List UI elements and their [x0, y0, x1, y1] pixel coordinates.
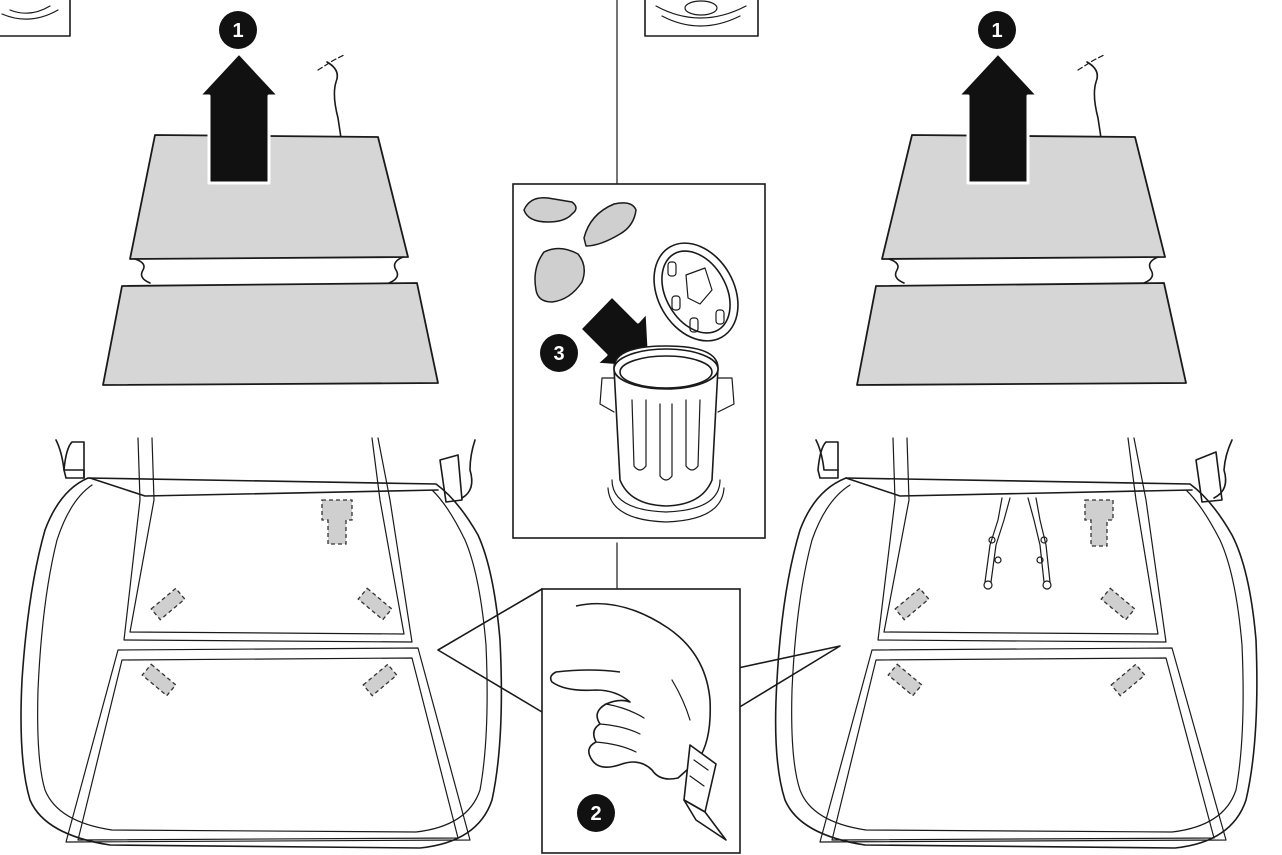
left-clip-4: [363, 664, 397, 695]
discard-panel: 3: [513, 184, 765, 538]
right-harness-branch-1: [985, 498, 1002, 582]
right-seat-cushion-panel-inner: [832, 658, 1214, 840]
left-seat-group: 1: [21, 11, 501, 848]
right-clip-4: [1111, 664, 1145, 695]
heater-wire-right-cut: [1078, 55, 1104, 70]
right-heater-connector-mount: [1085, 500, 1113, 546]
step-badge-left-1: 1: [219, 11, 257, 49]
left-cushion-heater-pad: [103, 283, 438, 385]
step-badge-right-1: 1: [978, 11, 1016, 49]
right-cushion-heater-pad: [857, 283, 1186, 385]
left-heater-link-a: [135, 259, 150, 283]
right-harness-node-3: [995, 557, 1001, 563]
right-seat-cushion-panel: [820, 648, 1226, 842]
right-clip-2: [1101, 588, 1135, 619]
right-seat-cushion-outline: [776, 478, 1257, 848]
heater-wire-left-cut: [318, 55, 344, 70]
heater-wire-right: [1087, 62, 1101, 138]
step-number: 2: [590, 803, 601, 825]
right-seat-group: 1: [776, 11, 1257, 848]
left-seat-latch-left: [64, 442, 84, 478]
callout-pointer-right: [738, 646, 840, 708]
step-number: 1: [232, 20, 243, 42]
right-seat-side-left: [816, 440, 838, 470]
left-clip-1: [151, 588, 185, 619]
right-harness-branch-3: [991, 498, 1010, 582]
left-clip-3: [142, 664, 176, 695]
right-clip-1: [895, 588, 929, 619]
left-seat-cushion-outline: [21, 478, 501, 848]
arrow-up-icon: [958, 53, 1038, 183]
top-center-inset-partial: [645, 0, 758, 36]
right-heater-link-a: [889, 259, 904, 283]
left-seat-side-right: [462, 440, 475, 498]
step-badge-2: 2: [577, 794, 615, 832]
arrow-up-icon: [199, 53, 279, 183]
top-left-inset-partial: [0, 0, 70, 36]
right-seat-side-right: [1214, 440, 1232, 498]
step-number: 1: [991, 20, 1002, 42]
right-harness-end-2: [1043, 581, 1051, 589]
right-harness-end-1: [984, 581, 992, 589]
heater-wire-left: [327, 62, 341, 138]
right-seat-latch-left: [818, 442, 838, 478]
right-clip-3: [888, 664, 922, 695]
left-seat-cushion-panel: [66, 648, 470, 842]
step-badge-3: 3: [540, 334, 578, 372]
left-clip-2: [358, 588, 392, 619]
left-seat-latch-right: [440, 455, 462, 502]
left-seat-cushion-panel-inner: [78, 658, 458, 840]
left-heater-link-b: [389, 257, 403, 283]
right-heater-link-b: [1144, 257, 1158, 283]
callout-pointer-left: [438, 589, 542, 712]
left-heater-connector-mount: [322, 500, 352, 544]
step-number: 3: [553, 343, 564, 365]
